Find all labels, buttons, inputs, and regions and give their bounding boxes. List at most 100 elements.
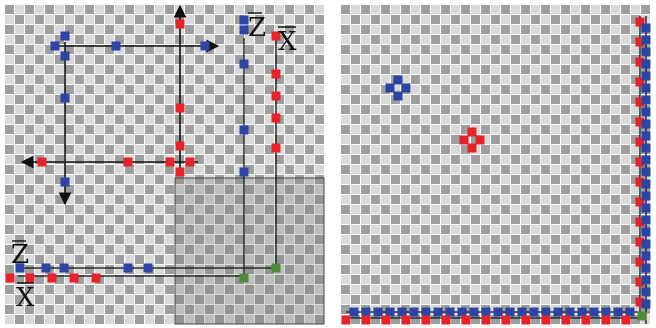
checker-cell [145, 65, 154, 74]
checker-cell [75, 75, 84, 84]
checker-cell [255, 75, 264, 84]
checker-cell [295, 35, 304, 44]
checker-cell [601, 245, 610, 254]
checker-cell [225, 215, 234, 224]
checker-cell [471, 235, 480, 244]
checker-cell [541, 255, 550, 264]
checker-cell [295, 205, 304, 214]
checker-cell [421, 275, 430, 284]
checker-cell [451, 195, 460, 204]
checker-cell [165, 245, 174, 254]
checker-cell [205, 65, 214, 74]
checker-cell [45, 95, 54, 104]
checker-cell [361, 285, 370, 294]
checker-cell [611, 115, 620, 124]
checker-cell [441, 205, 450, 214]
checker-cell [371, 215, 380, 224]
checker-cell [481, 275, 490, 284]
checker-cell [265, 305, 274, 314]
checker-cell [471, 105, 480, 114]
checker-cell [581, 5, 590, 14]
checker-cell [621, 15, 630, 24]
checker-cell [295, 5, 304, 14]
checker-cell [561, 255, 570, 264]
checker-cell [471, 175, 480, 184]
checker-cell [245, 225, 254, 234]
checker-cell [245, 155, 254, 164]
checker-cell [371, 265, 380, 274]
checker-cell [601, 215, 610, 224]
checker-cell [195, 315, 204, 324]
checker-cell [521, 215, 530, 224]
checker-cell [295, 45, 304, 54]
checker-cell [215, 115, 224, 124]
checker-cell [481, 145, 490, 154]
checker-cell [401, 5, 410, 14]
checker-cell [75, 45, 84, 54]
checker-cell [155, 195, 164, 204]
checker-cell [391, 15, 400, 24]
checker-cell [245, 255, 254, 264]
checker-cell [65, 115, 74, 124]
checker-cell [391, 225, 400, 234]
checker-cell [421, 65, 430, 74]
checker-cell [581, 155, 590, 164]
checker-cell [45, 55, 54, 64]
checker-cell [461, 115, 470, 124]
checker-cell [215, 75, 224, 84]
checker-cell [195, 265, 204, 274]
checker-cell [461, 275, 470, 284]
checker-cell [15, 315, 24, 324]
checker-cell [125, 5, 134, 14]
checker-cell [401, 245, 410, 254]
checker-cell [621, 245, 630, 254]
checker-cell [285, 245, 294, 254]
checker-cell [15, 295, 24, 304]
checker-cell [511, 275, 520, 284]
checker-cell [521, 235, 530, 244]
checker-cell [135, 135, 144, 144]
checker-cell [95, 175, 104, 184]
checker-cell [421, 175, 430, 184]
checker-cell [441, 45, 450, 54]
checker-cell [391, 205, 400, 214]
checker-cell [245, 245, 254, 254]
checker-cell [431, 5, 440, 14]
checker-cell [75, 85, 84, 94]
checker-cell [275, 5, 284, 14]
checker-cell [35, 175, 44, 184]
checker-cell [25, 235, 34, 244]
checker-cell [471, 315, 480, 324]
blue-square [239, 167, 249, 177]
checker-cell [305, 115, 314, 124]
checker-cell [421, 255, 430, 264]
checker-cell [511, 25, 520, 34]
checker-cell [135, 45, 144, 54]
checker-cell [501, 135, 510, 144]
checker-cell [45, 65, 54, 74]
red-square [91, 273, 101, 283]
checker-cell [155, 175, 164, 184]
checker-cell [185, 145, 194, 154]
checker-cell [265, 135, 274, 144]
checker-cell [285, 215, 294, 224]
checker-cell [95, 165, 104, 174]
checker-cell [85, 205, 94, 214]
checker-cell [245, 315, 254, 324]
checker-cell [295, 95, 304, 104]
checker-cell [105, 315, 114, 324]
red-edge-square [401, 315, 411, 325]
checker-cell [315, 145, 324, 154]
checker-cell [591, 145, 600, 154]
checker-cell [85, 85, 94, 94]
checker-cell [225, 155, 234, 164]
right-lattice-panel [341, 5, 651, 325]
checker-cell [541, 155, 550, 164]
checker-cell [591, 315, 600, 324]
blue-square [239, 59, 249, 69]
checker-cell [255, 225, 264, 234]
checker-cell [611, 185, 620, 194]
checker-cell [55, 285, 64, 294]
checker-cell [225, 205, 234, 214]
checker-cell [391, 55, 400, 64]
